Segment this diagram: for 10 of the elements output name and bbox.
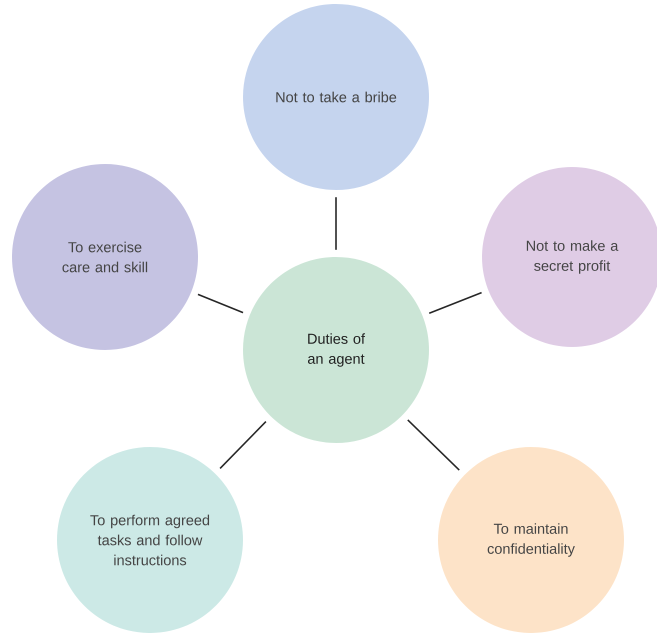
connector-line <box>198 294 244 314</box>
connector-line <box>220 421 266 469</box>
circle-node: Not to take a bribe <box>243 4 429 190</box>
connector-line <box>428 292 482 314</box>
circle-node: To perform agreed tasks and follow instructions <box>57 447 243 633</box>
connector-line <box>407 419 460 471</box>
connector-line <box>335 197 337 250</box>
circle-node: Duties of an agent <box>243 257 429 443</box>
circle-node: To exercise care and skill <box>12 164 198 350</box>
circle-node: To maintain confidentiality <box>438 447 624 633</box>
